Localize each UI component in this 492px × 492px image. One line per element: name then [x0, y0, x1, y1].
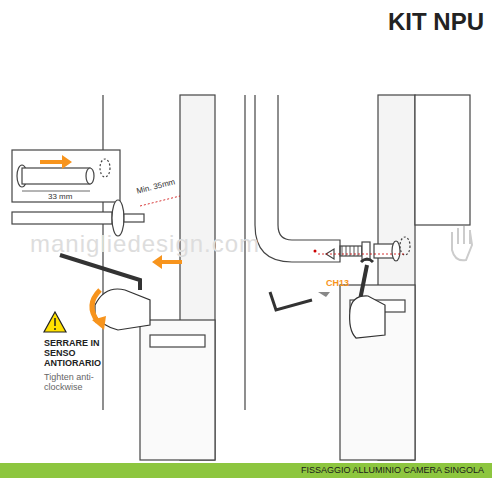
warning-note: SERRARE IN SENSO ANTIORARIO — [44, 338, 106, 368]
tool-size: CH13 — [326, 278, 349, 288]
dimension: Min. 35mm — [135, 177, 176, 195]
dimension: 33 mm — [48, 192, 72, 201]
warning-note-english: Tighten anti-clockwise — [44, 372, 112, 392]
caption-band-text: FISSAGGIO ALLUMINIO CAMERA SINGOLA — [301, 464, 484, 477]
watermark: manigliedesign.com — [30, 230, 260, 258]
title: KIT NPU — [388, 8, 484, 36]
